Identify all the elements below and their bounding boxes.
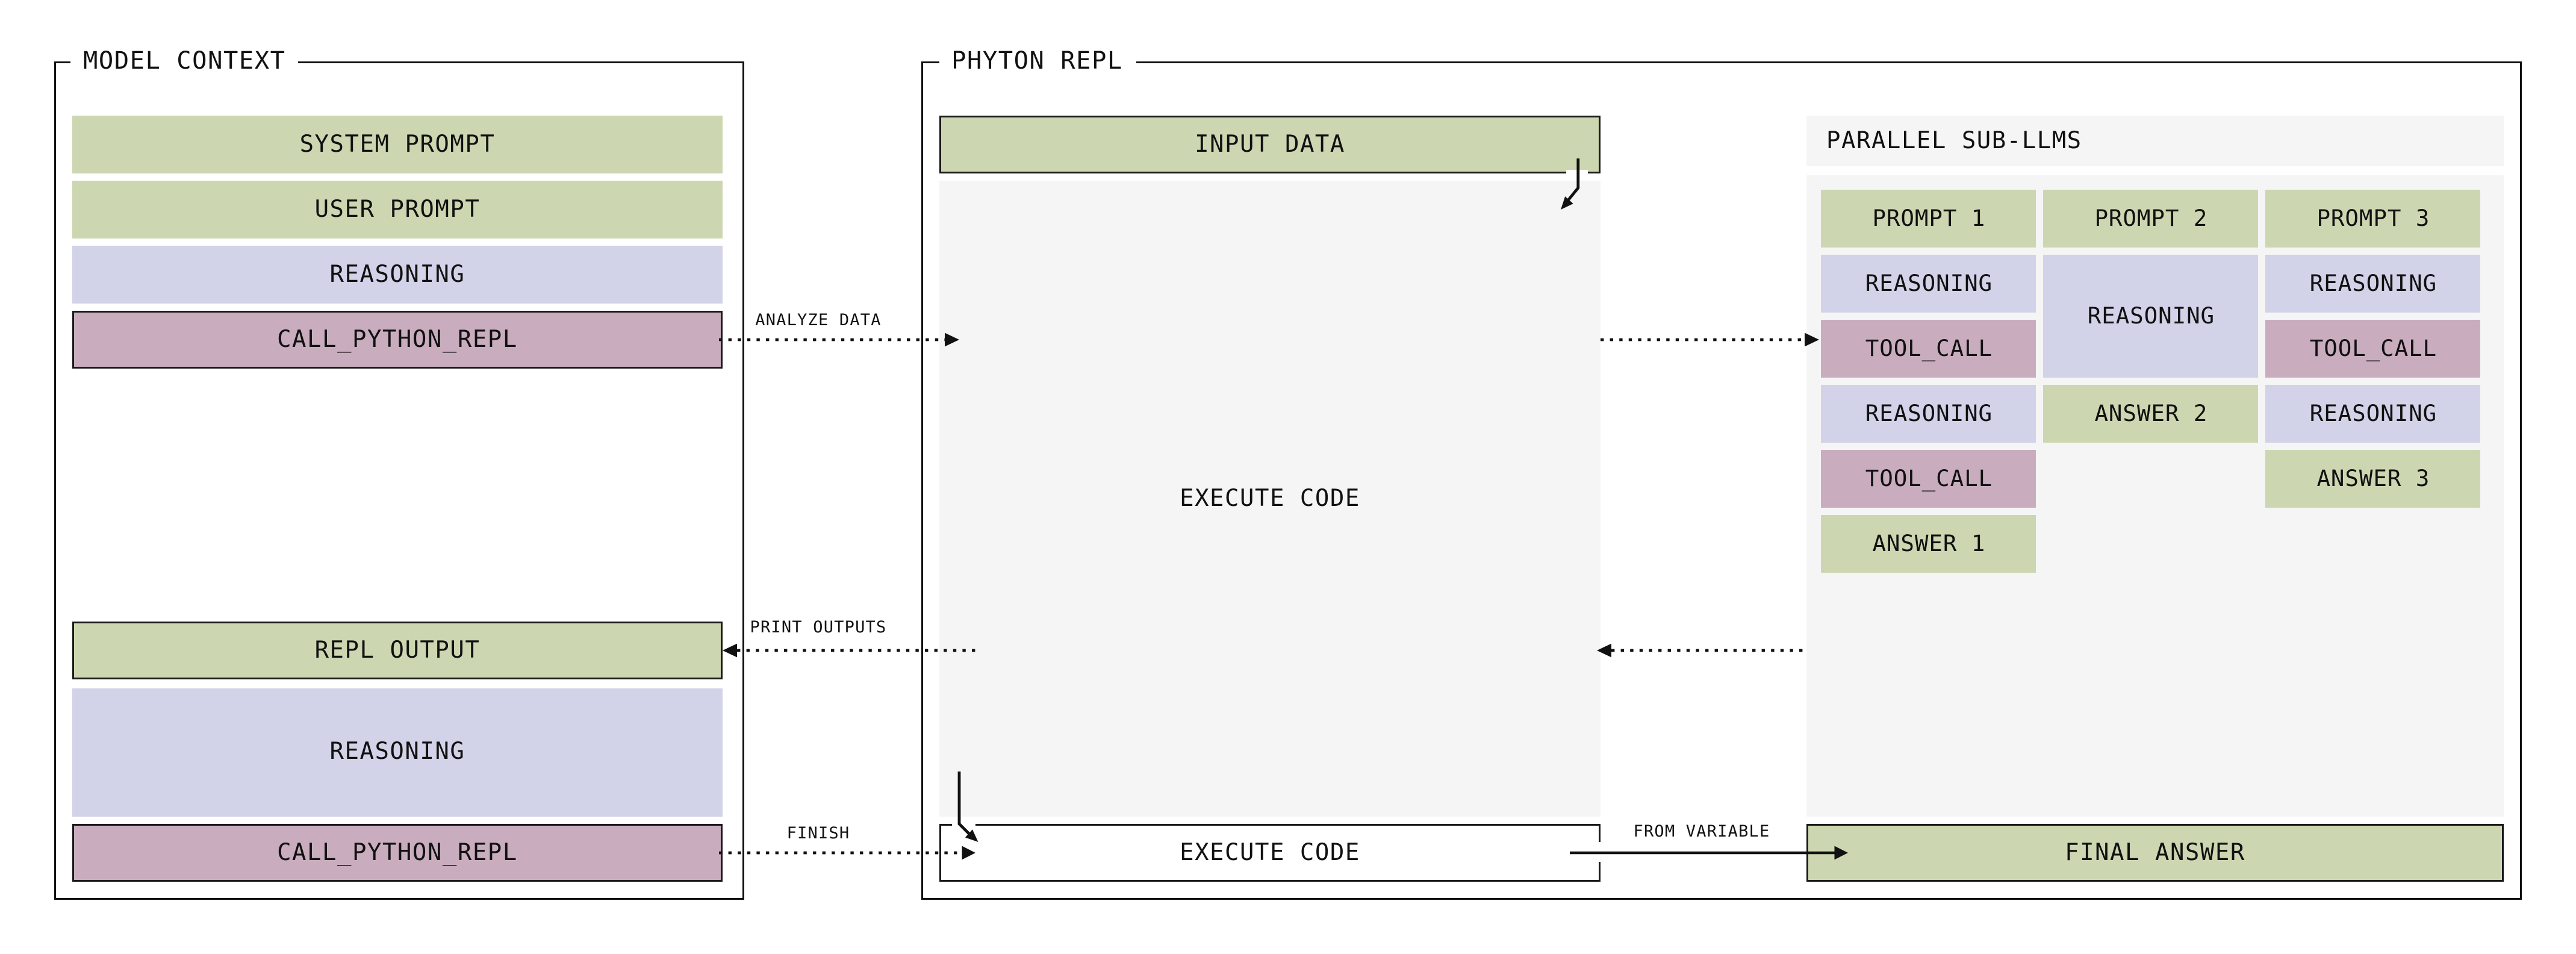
subllm1-tool-call-a: TOOL_CALL xyxy=(1821,320,2036,378)
subllm1-reasoning-a: REASONING xyxy=(1821,255,2036,313)
block-call-python-repl-1: CALL_PYTHON_REPL xyxy=(72,311,723,369)
block-user-prompt: USER PROMPT xyxy=(72,181,723,238)
label-analyze-data: ANALYZE DATA xyxy=(755,313,882,331)
block-system-prompt: SYSTEM PROMPT xyxy=(72,116,723,173)
block-repl-output: REPL OUTPUT xyxy=(72,622,723,679)
block-call-python-repl-2: CALL_PYTHON_REPL xyxy=(72,824,723,882)
subllm3-prompt: PROMPT 3 xyxy=(2265,190,2481,248)
python-repl-box xyxy=(921,61,2522,899)
block-final-answer: FINAL ANSWER xyxy=(1806,824,2504,882)
execute-bar-right-border-gap xyxy=(1597,842,1604,862)
subllm2-reasoning: REASONING xyxy=(2043,255,2259,378)
block-input-data: INPUT DATA xyxy=(939,116,1601,173)
input-data-border-gap xyxy=(1566,170,1589,176)
execute-bar-top-border-gap xyxy=(952,822,975,828)
label-print-outputs: PRINT OUTPUTS xyxy=(750,620,887,638)
subllm1-tool-call-b: TOOL_CALL xyxy=(1821,450,2036,508)
block-reasoning-1: REASONING xyxy=(72,246,723,304)
subllm2-prompt: PROMPT 2 xyxy=(2043,190,2259,248)
subllm1-reasoning-b: REASONING xyxy=(1821,385,2036,443)
execute-code-bar: EXECUTE CODE xyxy=(939,824,1601,882)
block-reasoning-2: REASONING xyxy=(72,688,723,817)
subllm3-reasoning-b: REASONING xyxy=(2265,385,2481,443)
subllm1-answer: ANSWER 1 xyxy=(1821,515,2036,573)
label-from-variable: FROM VARIABLE xyxy=(1633,823,1770,841)
subllm3-tool-call: TOOL_CALL xyxy=(2265,320,2481,378)
execute-code-area: EXECUTE CODE xyxy=(939,181,1601,817)
parallel-subllms-header: PARALLEL SUB-LLMS xyxy=(1806,116,2504,167)
model-context-title: MODEL CONTEXT xyxy=(70,49,299,74)
python-repl-title: PHYTON REPL xyxy=(939,49,1136,74)
subllm2-answer: ANSWER 2 xyxy=(2043,385,2259,443)
subllm1-prompt: PROMPT 1 xyxy=(1821,190,2036,248)
subllm3-reasoning-a: REASONING xyxy=(2265,255,2481,313)
subllm3-answer: ANSWER 3 xyxy=(2265,450,2481,508)
model-context-box xyxy=(53,61,744,899)
label-finish: FINISH xyxy=(786,826,850,844)
